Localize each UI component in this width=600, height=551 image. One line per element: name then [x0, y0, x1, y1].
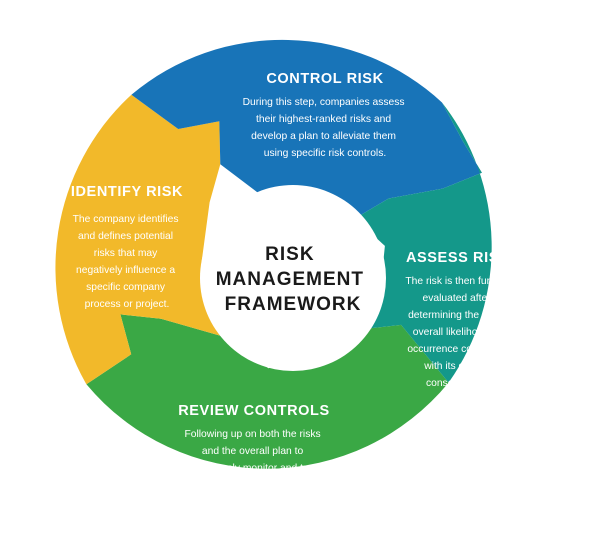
- assess-risk-title: ASSESS RISK: [406, 250, 510, 266]
- review-controls-segment: [86, 314, 449, 469]
- assess-risk-line: The risk is then further: [405, 276, 508, 287]
- review-controls-description: Following up on both the risks and the o…: [183, 429, 326, 491]
- control-risk-line: During this step, companies assess: [243, 97, 405, 108]
- assess-risk-description: The risk is then further evaluated after…: [405, 276, 510, 389]
- identify-risk-line: process or project.: [85, 299, 170, 310]
- review-controls-line: Following up on both the risks: [184, 429, 320, 440]
- identify-risk-line: The company identifies: [73, 214, 179, 225]
- center-hub: [200, 185, 386, 371]
- review-controls-line: continuously monitor and track: [183, 463, 324, 474]
- assess-risk-line: determining the risk's: [408, 310, 505, 321]
- identify-risk-line: and defines potential: [78, 231, 173, 242]
- assess-risk-line: consequence.: [426, 378, 490, 389]
- assess-risk-text-group: ASSESS RISK The risk is then further eva…: [405, 250, 510, 389]
- assess-risk-line: occurrence combined: [407, 344, 506, 355]
- control-risk-description: During this step, companies assess their…: [243, 97, 408, 159]
- identify-risk-segment: [55, 94, 234, 385]
- review-controls-title: REVIEW CONTROLS: [178, 403, 330, 419]
- control-risk-text-group: CONTROL RISK During this step, companies…: [243, 71, 408, 159]
- identify-risk-description: The company identifies and defines poten…: [73, 214, 182, 310]
- review-controls-line: new and existing risks.: [202, 480, 306, 491]
- assess-risk-line: with its overall: [423, 361, 489, 372]
- identify-risk-title: IDENTIFY RISK: [71, 184, 183, 200]
- identify-risk-line: specific company: [86, 282, 166, 293]
- control-risk-segment: [131, 39, 482, 219]
- assess-risk-line: overall likelihood of: [413, 327, 501, 338]
- control-risk-line: their highest-ranked risks and: [256, 114, 391, 125]
- assess-risk-segment: [355, 102, 492, 383]
- control-risk-title: CONTROL RISK: [266, 71, 383, 87]
- center-title-line-1: RISK: [265, 244, 314, 265]
- center-title: RISK MANAGEMENT FRAMEWORK: [216, 244, 371, 315]
- identify-risk-line: risks that may: [94, 248, 158, 259]
- assess-risk-line: evaluated after: [423, 293, 492, 304]
- identify-risk-line: negatively influence a: [76, 265, 175, 276]
- review-controls-text-group: REVIEW CONTROLS Following up on both the…: [178, 403, 330, 491]
- review-controls-line: and the overall plan to: [202, 446, 304, 457]
- identify-risk-text-group: IDENTIFY RISK The company identifies and…: [71, 184, 183, 310]
- center-title-line-3: FRAMEWORK: [225, 294, 362, 315]
- control-risk-line: using specific risk controls.: [264, 148, 386, 159]
- control-risk-line: develop a plan to alleviate them: [251, 131, 396, 142]
- center-title-line-2: MANAGEMENT: [216, 269, 364, 290]
